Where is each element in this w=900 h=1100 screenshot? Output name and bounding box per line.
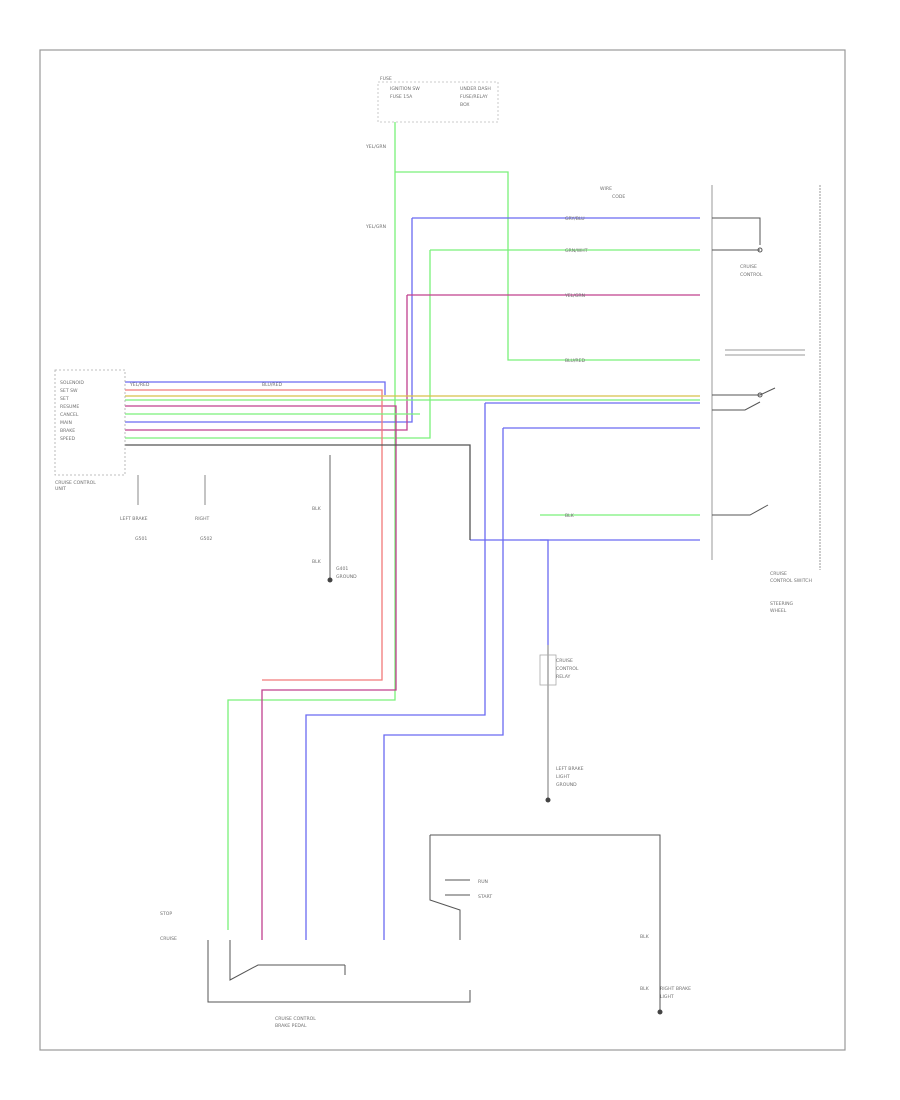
multicolor-band — [125, 395, 700, 541]
svg-text:CRUISE CONTROL: CRUISE CONTROL — [55, 480, 96, 486]
wire-labels: GRY/BLU GRN/WHT YEL/GRN BLU/RED BLK — [564, 216, 588, 519]
svg-text:BRAKE PEDAL: BRAKE PEDAL — [275, 1023, 307, 1029]
red-wire — [125, 389, 383, 681]
svg-text:STOP: STOP — [160, 911, 172, 917]
svg-text:CODE: CODE — [612, 194, 625, 200]
svg-text:UNIT: UNIT — [55, 486, 66, 492]
control-unit-pins — [137, 475, 206, 505]
svg-text:GROUND: GROUND — [336, 574, 357, 580]
svg-text:LIGHT: LIGHT — [556, 774, 570, 780]
svg-text:CANCEL: CANCEL — [60, 412, 79, 418]
ground-right-icon — [657, 1009, 663, 1015]
svg-text:G501: G501 — [135, 536, 147, 542]
svg-text:BLK: BLK — [312, 559, 322, 565]
magenta-wires — [125, 294, 700, 940]
svg-text:FUSE: FUSE — [380, 76, 392, 82]
svg-text:BLK: BLK — [640, 934, 650, 940]
svg-text:START: START — [478, 894, 492, 900]
svg-text:CONTROL: CONTROL — [556, 666, 579, 672]
svg-text:CONTROL: CONTROL — [740, 272, 763, 278]
svg-text:BLK: BLK — [312, 506, 322, 512]
switch-assembly: CRUISE CONTROL CRUISE CONTROL SWITCH STE… — [711, 185, 821, 614]
ground-right-chain: CRUISE CONTROL RELAY LEFT BRAKE LIGHT GR… — [539, 645, 584, 803]
svg-text:RIGHT: RIGHT — [195, 516, 210, 522]
svg-text:IGNITION SW: IGNITION SW — [390, 86, 420, 92]
svg-text:SET SW: SET SW — [60, 388, 78, 394]
diagram-frame — [39, 49, 846, 1051]
svg-text:GROUND: GROUND — [556, 782, 577, 788]
svg-text:RELAY: RELAY — [556, 674, 571, 680]
connector-code-blu-red: BLU/RED — [565, 358, 585, 364]
svg-text:WHEEL: WHEEL — [770, 608, 787, 614]
svg-text:BLU/RED: BLU/RED — [262, 382, 282, 388]
svg-text:RIGHT BRAKE: RIGHT BRAKE — [660, 986, 691, 992]
svg-text:CONTROL SWITCH: CONTROL SWITCH — [770, 578, 812, 584]
svg-text:YEL/RED: YEL/RED — [129, 382, 150, 388]
svg-text:SPEED: SPEED — [60, 436, 75, 442]
svg-text:CRUISE: CRUISE — [740, 264, 757, 270]
connector-code-gry-blu: GRY/BLU — [565, 216, 585, 222]
svg-text:G502: G502 — [200, 536, 212, 542]
svg-text:SOLENOID: SOLENOID — [60, 380, 84, 386]
svg-text:BRAKE: BRAKE — [60, 428, 75, 434]
svg-text:STEERING: STEERING — [770, 601, 794, 607]
svg-text:RESUME: RESUME — [60, 404, 79, 410]
svg-text:CRUISE: CRUISE — [770, 571, 787, 577]
svg-text:MAIN: MAIN — [60, 420, 72, 426]
svg-text:BOX: BOX — [460, 102, 470, 108]
svg-text:LEFT BRAKE: LEFT BRAKE — [556, 766, 584, 772]
svg-text:SET: SET — [60, 396, 69, 402]
fuse-box: FUSE IGNITION SW FUSE 15A UNDER DASH FUS… — [377, 76, 499, 123]
svg-text:RUN: RUN — [478, 879, 488, 885]
connector-code-yel-grn: YEL/GRN — [564, 293, 585, 299]
ground-left: BLK BLK G401 GROUND — [312, 455, 357, 583]
svg-text:CRUISE: CRUISE — [556, 658, 573, 664]
switch-contacts — [712, 217, 776, 516]
connector-code-grn-wht: GRN/WHT — [565, 248, 588, 254]
svg-text:YEL/GRN: YEL/GRN — [365, 224, 386, 230]
svg-text:FUSE/RELAY: FUSE/RELAY — [460, 94, 488, 100]
svg-text:YEL/GRN: YEL/GRN — [365, 144, 386, 150]
connector-code-blk: BLK — [565, 513, 575, 519]
svg-text:LIGHT: LIGHT — [660, 994, 674, 1000]
green-feed-wire — [125, 122, 700, 930]
svg-text:G401: G401 — [336, 566, 348, 572]
svg-text:BLK: BLK — [640, 986, 650, 992]
svg-text:UNDER DASH: UNDER DASH — [460, 86, 491, 92]
blue-wires — [125, 217, 700, 940]
bottom-switch-assembly — [207, 834, 661, 1010]
svg-text:CRUISE: CRUISE — [160, 936, 177, 942]
svg-text:LEFT BRAKE: LEFT BRAKE — [120, 516, 148, 522]
control-unit: SOLENOID SET SW SET RESUME CANCEL MAIN B… — [54, 369, 282, 492]
svg-text:CRUISE CONTROL: CRUISE CONTROL — [275, 1016, 316, 1022]
svg-text:FUSE 15A: FUSE 15A — [390, 94, 413, 100]
svg-text:WIRE: WIRE — [600, 186, 612, 192]
